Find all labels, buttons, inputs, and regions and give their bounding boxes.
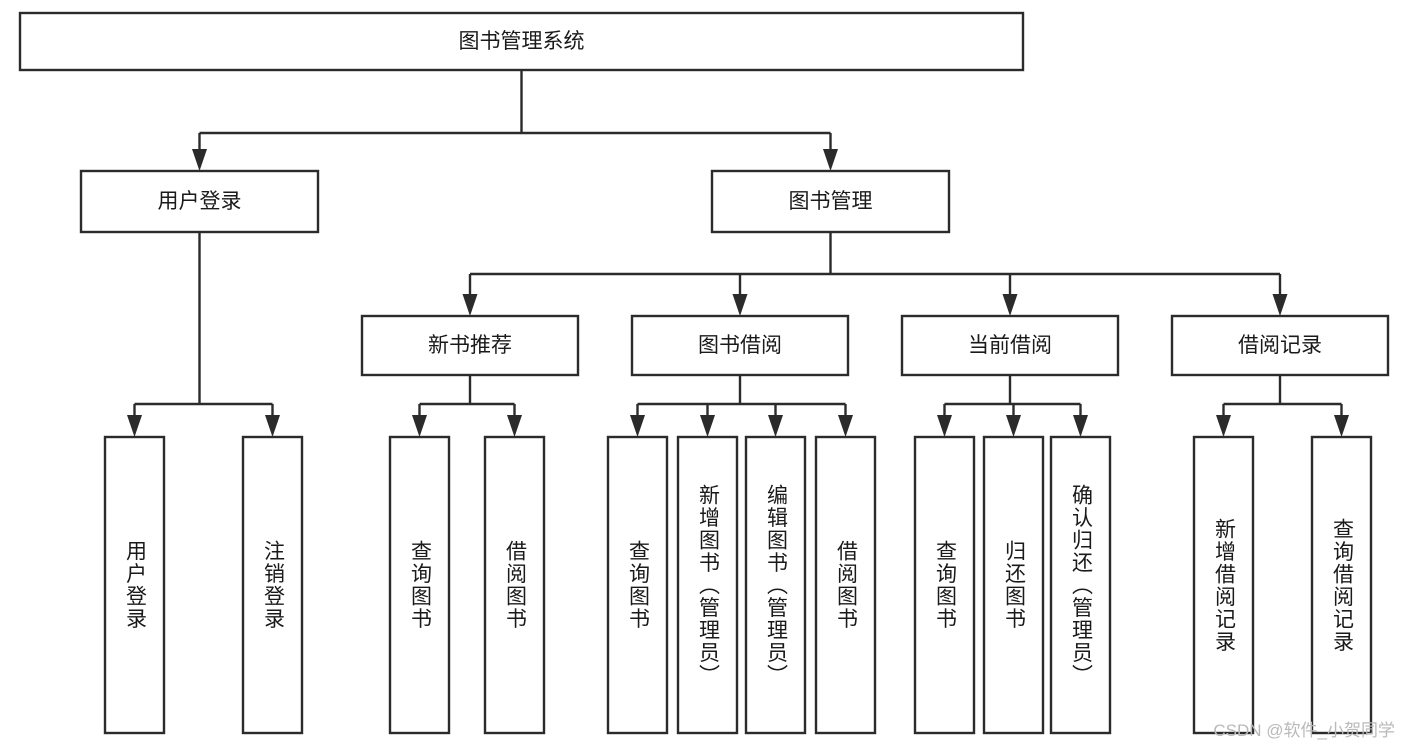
node-label-book-borrow: 图书借阅 <box>698 334 782 357</box>
arrow-head-icon <box>1002 294 1018 316</box>
arrow-head-icon <box>265 415 280 437</box>
arrow-head-icon <box>1073 415 1088 437</box>
node-box-root[interactable] <box>18 11 1025 72</box>
node-box-leaf-logout[interactable] <box>241 435 304 735</box>
arrow-head-icon <box>700 415 715 437</box>
node-box-leaf-return-book[interactable] <box>982 435 1045 735</box>
node-box-book-borrow[interactable] <box>630 314 850 377</box>
node-label-new-book-rec: 新书推荐 <box>428 334 512 357</box>
node-box-borrow-record[interactable] <box>1170 314 1390 377</box>
arrow-head-icon <box>1006 415 1021 437</box>
node-box-leaf-query-book-rec[interactable] <box>388 435 451 735</box>
node-box-current-borrow[interactable] <box>900 314 1120 377</box>
arrow-head-icon <box>768 415 783 437</box>
node-box-user-login[interactable] <box>79 169 320 234</box>
node-label-current-borrow: 当前借阅 <box>968 334 1052 357</box>
arrow-head-icon <box>127 415 142 437</box>
node-box-book-manage[interactable] <box>710 169 951 234</box>
node-label-borrow-record: 借阅记录 <box>1238 334 1322 357</box>
node-box-leaf-edit-book[interactable] <box>744 435 807 735</box>
csdn-watermark: CSDN @软件_小贺同学 <box>1213 721 1395 740</box>
node-box-leaf-borrow-book-rec[interactable] <box>483 435 546 735</box>
arrow-head-icon <box>732 294 748 316</box>
node-box-new-book-rec[interactable] <box>360 314 580 377</box>
node-label-book-manage: 图书管理 <box>789 190 873 213</box>
node-box-leaf-user-login[interactable] <box>103 435 166 735</box>
arrow-head-icon <box>462 294 478 316</box>
node-label-user-login: 用户登录 <box>158 190 242 213</box>
nodes-layer <box>18 11 1390 735</box>
node-label-root: 图书管理系统 <box>459 30 585 53</box>
arrow-head-icon <box>823 149 838 171</box>
arrow-head-icon <box>192 149 207 171</box>
arrow-head-icon <box>412 415 427 437</box>
node-box-leaf-query-book-current[interactable] <box>913 435 976 735</box>
arrow-head-icon <box>1272 294 1288 316</box>
node-box-leaf-add-book[interactable] <box>676 435 739 735</box>
arrow-head-icon <box>838 415 853 437</box>
arrow-head-icon <box>1216 415 1231 437</box>
node-box-leaf-add-record[interactable] <box>1192 435 1255 735</box>
arrow-head-icon <box>507 415 522 437</box>
arrow-head-icon <box>1334 415 1349 437</box>
arrow-head-icon <box>630 415 645 437</box>
edges-layer <box>127 70 1349 437</box>
node-box-leaf-confirm-return[interactable] <box>1049 435 1112 735</box>
node-box-leaf-query-book-borrow[interactable] <box>606 435 669 735</box>
node-box-leaf-query-record[interactable] <box>1310 435 1373 735</box>
node-box-leaf-borrow-book[interactable] <box>814 435 877 735</box>
arrow-head-icon <box>937 415 952 437</box>
